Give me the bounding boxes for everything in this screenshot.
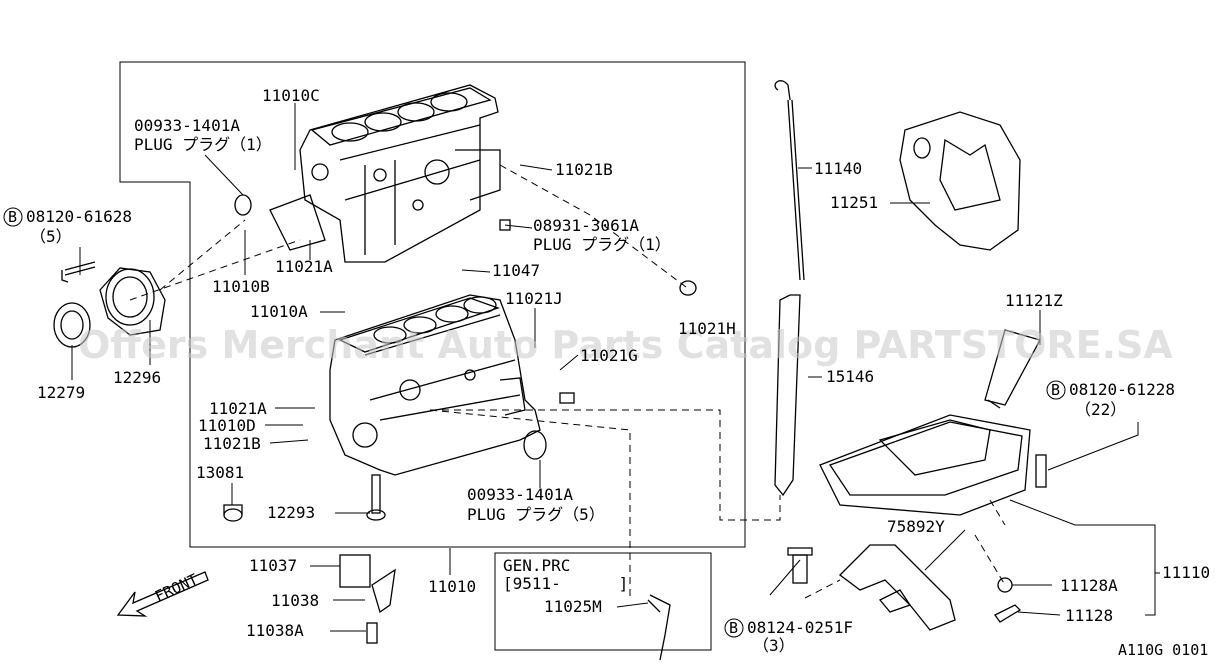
- gen-prc-box: [494, 552, 712, 651]
- label-12279[interactable]: 12279: [37, 383, 85, 402]
- bolt-symbol-08120-61628: B: [3, 207, 23, 227]
- label-11021G[interactable]: 11021G: [580, 346, 638, 365]
- label-12293[interactable]: 12293: [267, 503, 315, 522]
- label-00933-1401A-top[interactable]: 00933-1401A: [134, 116, 240, 135]
- label-11047[interactable]: 11047: [492, 261, 540, 280]
- label-11025M[interactable]: 11025M: [544, 597, 602, 616]
- label-11037[interactable]: 11037: [249, 556, 297, 575]
- label-plug-1-mid: PLUG プラグ（1）: [533, 235, 671, 254]
- lower-cylinder-block-drawing: [329, 294, 541, 476]
- small-parts-drawing: [223, 194, 1047, 661]
- label-11021H[interactable]: 11021H: [678, 319, 736, 338]
- oil-pan-drawing: [819, 329, 1041, 516]
- engine-block-frame: [119, 61, 746, 548]
- bolt-symbol-letter: B: [1051, 381, 1060, 399]
- oil-dipstick-drawing: [774, 80, 805, 497]
- part-labels: 11010C 00933-1401A PLUG プラグ（1） 11021B 08…: [26, 86, 1210, 659]
- front-arrow: [116, 571, 209, 617]
- bolt-symbol-letter: B: [729, 619, 738, 637]
- label-plug-1-top: PLUG プラグ（1）: [134, 135, 272, 154]
- label-11021B-top[interactable]: 11021B: [555, 160, 613, 179]
- label-75892Y[interactable]: 75892Y: [887, 517, 945, 536]
- figure-code: A110G 0101: [1118, 641, 1208, 659]
- leader-lines: [71, 103, 1160, 632]
- label-qty-5: （5）: [30, 227, 72, 246]
- label-qty-22: （22）: [1075, 400, 1126, 419]
- phantom-lines: [129, 164, 1006, 600]
- bolt-symbol-letter: B: [8, 208, 17, 226]
- label-11010[interactable]: 11010: [428, 577, 476, 596]
- gen-prc-line1: GEN.PRC: [503, 556, 570, 575]
- label-11110[interactable]: 11110: [1162, 563, 1210, 582]
- upper-cylinder-block-drawing: [269, 84, 501, 263]
- label-11128A[interactable]: 11128A: [1060, 576, 1118, 595]
- label-15146[interactable]: 15146: [826, 367, 874, 386]
- label-11038[interactable]: 11038: [271, 591, 319, 610]
- label-11038A[interactable]: 11038A: [246, 621, 304, 640]
- label-00933-1401A-bottom[interactable]: 00933-1401A: [467, 485, 573, 504]
- label-11021A-mid[interactable]: 11021A: [209, 399, 267, 418]
- label-11121Z[interactable]: 11121Z: [1005, 291, 1063, 310]
- label-11128[interactable]: 11128: [1065, 606, 1113, 625]
- gen-prc-line2: [9511- ]: [503, 574, 628, 593]
- rear-plate-drawing: [899, 111, 1021, 251]
- bolt-symbol-08124-0251F: B: [724, 618, 744, 638]
- label-08120-61628[interactable]: 08120-61628: [26, 207, 132, 226]
- label-08124-0251F[interactable]: 08124-0251F: [747, 618, 853, 637]
- label-08120-61228[interactable]: 08120-61228: [1069, 380, 1175, 399]
- label-11010A[interactable]: 11010A: [250, 302, 308, 321]
- label-11251[interactable]: 11251: [830, 193, 878, 212]
- label-11021J[interactable]: 11021J: [505, 289, 563, 308]
- stiffener-bracket-drawing: [839, 544, 956, 631]
- label-11010B[interactable]: 11010B: [212, 277, 270, 296]
- label-12296[interactable]: 12296: [113, 368, 161, 387]
- label-11021A-top[interactable]: 11021A: [275, 257, 333, 276]
- bolt-symbol-08120-61228: B: [1046, 380, 1066, 400]
- label-11021B-mid[interactable]: 11021B: [203, 434, 261, 453]
- watermark-text: Offers Merchant Auto Parts Catalog PARTS…: [78, 323, 1173, 367]
- label-11010D[interactable]: 11010D: [198, 416, 256, 435]
- label-plug-5: PLUG プラグ（5）: [467, 505, 605, 524]
- label-13081[interactable]: 13081: [196, 463, 244, 482]
- label-11140[interactable]: 11140: [814, 159, 862, 178]
- label-qty-3: （3）: [753, 636, 795, 655]
- label-08931-3061A[interactable]: 08931-3061A: [533, 216, 639, 235]
- label-11010C[interactable]: 11010C: [262, 86, 320, 105]
- front-label: FRONT: [152, 570, 201, 605]
